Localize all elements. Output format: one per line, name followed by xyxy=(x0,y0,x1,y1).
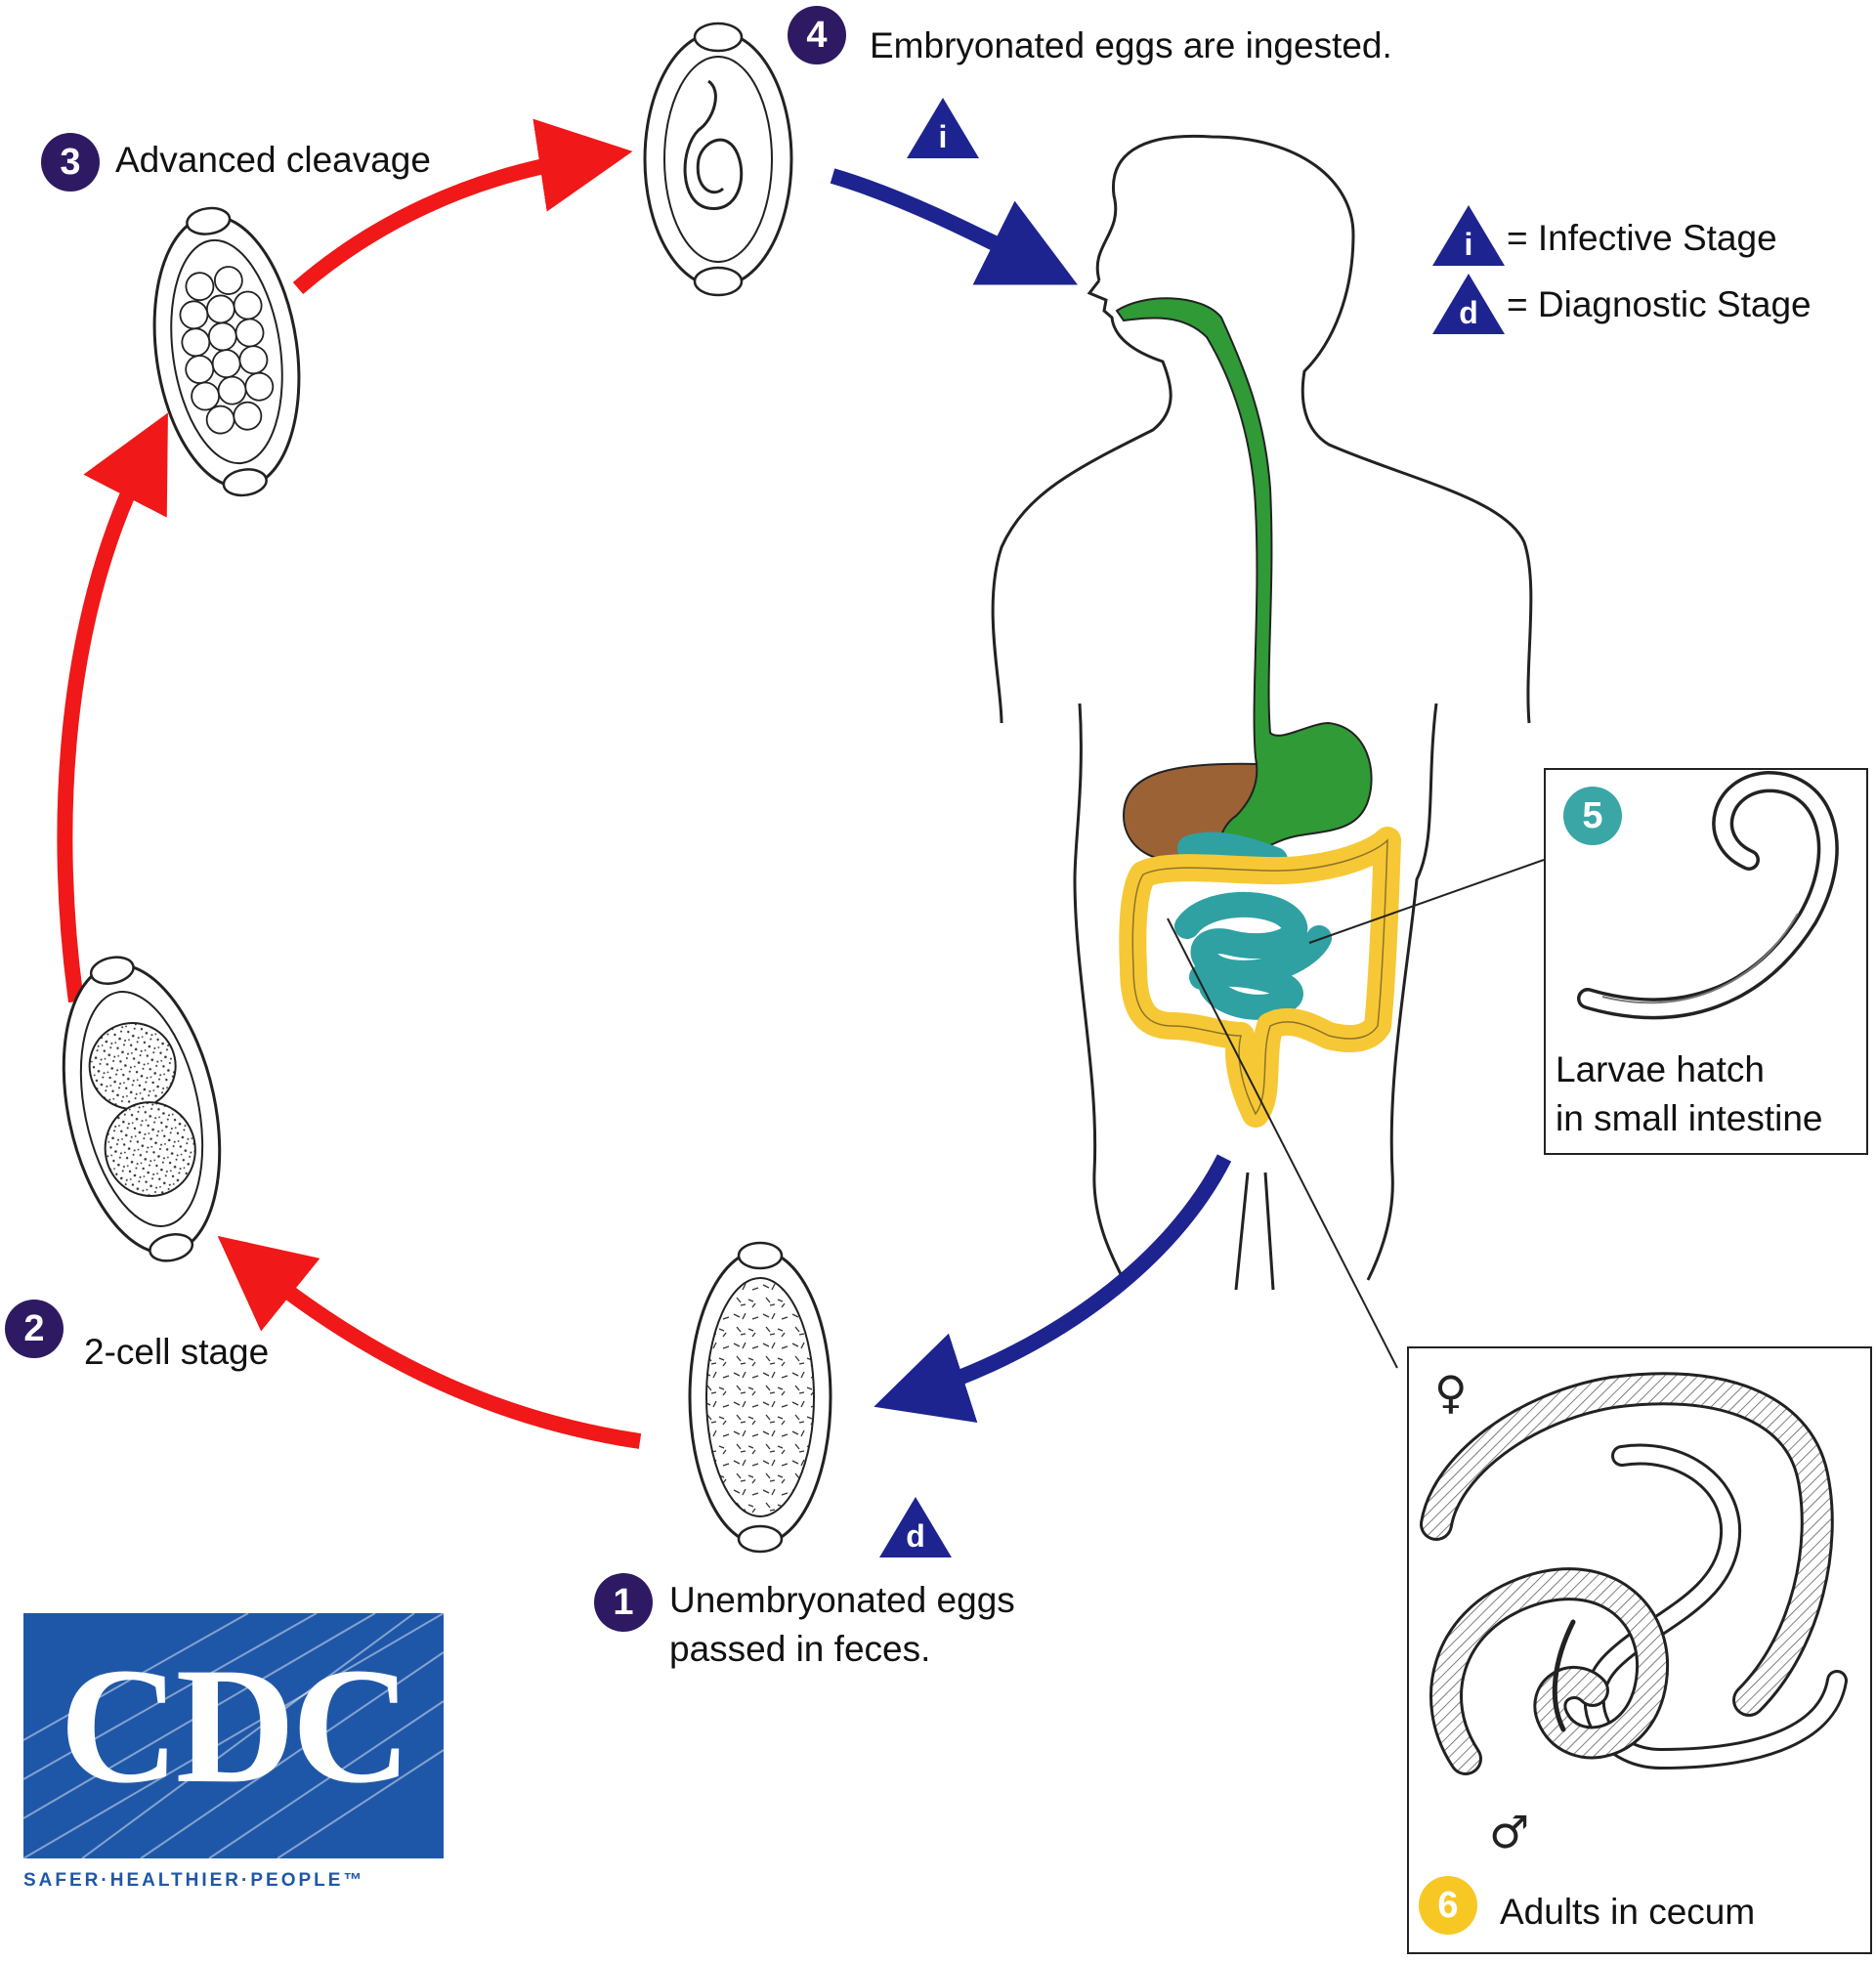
stage-6-badge: 6 xyxy=(1419,1876,1477,1935)
egg-icon xyxy=(643,21,793,297)
stage-2-badge: 2 xyxy=(5,1300,64,1358)
stage-5-label-line1: Larvae hatch xyxy=(1556,1049,1765,1089)
cdc-logo-text: CDC xyxy=(59,1634,411,1817)
esophagus-stomach xyxy=(1115,297,1373,860)
cdc-tagline: SAFER·HEALTHIER·PEOPLE™ xyxy=(23,1870,365,1891)
egg-icon xyxy=(62,956,222,1262)
red-arrows xyxy=(57,118,642,1449)
adult-worm-icon xyxy=(1420,1372,1848,1775)
arrow-2-to-3 xyxy=(57,412,168,1003)
egg-icon xyxy=(152,206,301,497)
stage-1-label-line2: passed in feces. xyxy=(669,1629,931,1669)
stage-5-badge: 5 xyxy=(1563,787,1622,845)
male-symbol: ♂ xyxy=(1489,1806,1530,1858)
stage-4-badge: 4 xyxy=(788,6,846,64)
legend-infective-label: = Infective Stage xyxy=(1507,218,1777,258)
arrow-1-to-2 xyxy=(217,1235,642,1449)
cdc-logo: CDC xyxy=(23,1613,444,1858)
human-body-icon xyxy=(991,134,1533,1291)
stage-1-badge: 1 xyxy=(594,1573,653,1632)
legend-diagnostic-label: = Diagnostic Stage xyxy=(1507,284,1812,324)
embryo-larva xyxy=(683,79,744,210)
blue-arrows xyxy=(830,168,1232,1423)
diagnostic-stage-marker: d xyxy=(879,1497,952,1557)
stage-5-label-line2: in small intestine xyxy=(1556,1098,1823,1138)
larva-icon xyxy=(1577,770,1839,1020)
arrow-human-to-1 xyxy=(874,1154,1232,1423)
arrow-4-to-human xyxy=(830,168,1078,285)
logo-rays xyxy=(23,1613,444,1858)
inset-pointers xyxy=(1167,859,1545,1369)
digestive-organs xyxy=(1115,297,1401,1128)
stage-3-badge: 3 xyxy=(41,133,100,192)
arrow-3-to-4 xyxy=(292,118,633,295)
legend-infective-icon: i xyxy=(1432,205,1505,266)
stage-4-label: Embryonated eggs are ingested. xyxy=(870,25,1392,65)
female-symbol: ♀ xyxy=(1434,1366,1468,1419)
egg-icon xyxy=(688,1241,832,1554)
inset-larvae-box xyxy=(1544,768,1868,1155)
stage-3-label: Advanced cleavage xyxy=(115,140,431,180)
stage-2-label: 2-cell stage xyxy=(84,1332,270,1372)
cleaving-cells xyxy=(179,266,275,435)
legend-diagnostic-icon: d xyxy=(1432,274,1505,334)
stage-6-label: Adults in cecum xyxy=(1500,1892,1756,1932)
stage-1-label-line1: Unembryonated eggs xyxy=(669,1580,1015,1620)
cell-2 xyxy=(104,1101,196,1197)
infective-stage-marker: i xyxy=(907,98,979,158)
inset-adults-box xyxy=(1407,1346,1872,1954)
